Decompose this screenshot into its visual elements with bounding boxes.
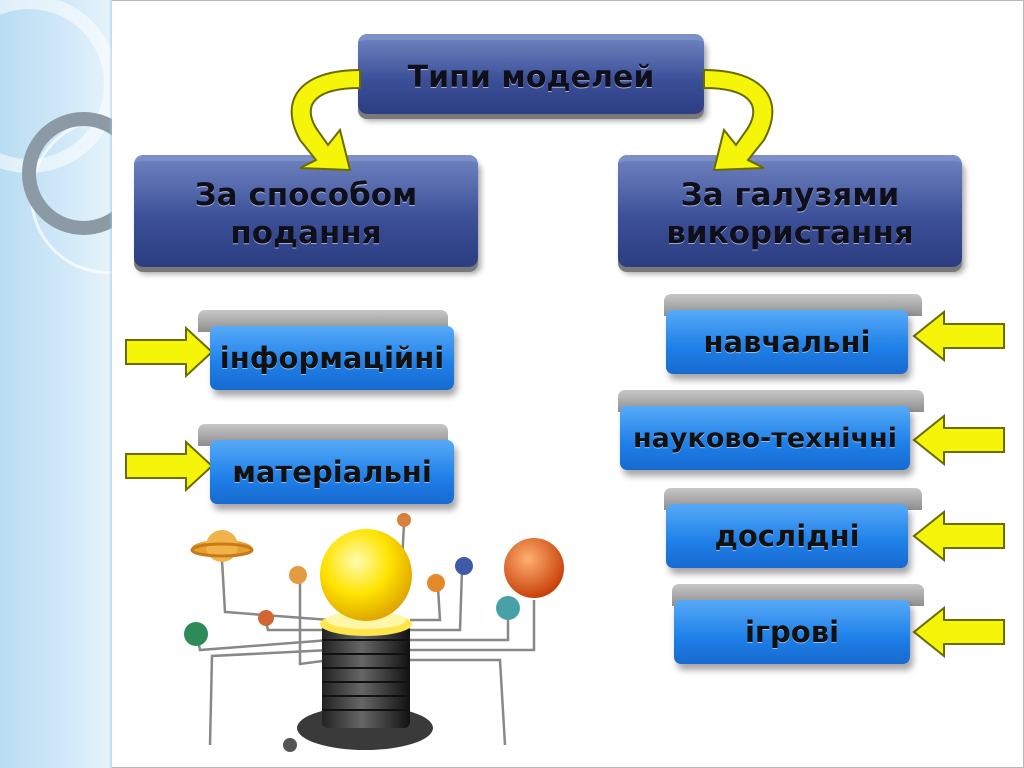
right-item-game-label: ігрові <box>744 615 840 649</box>
arrow-left-icon <box>912 309 1005 363</box>
left-item-informational-label: інформаційні <box>219 341 445 375</box>
curved-arrow-left-icon <box>290 68 361 172</box>
right-item-research: дослідні <box>664 488 922 568</box>
curved-arrow-right-icon <box>703 68 774 172</box>
right-item-scientific-technical-label: науково-технічні <box>633 422 897 454</box>
right-item-scientific-technical: науково-технічні <box>618 390 924 470</box>
right-item-educational: навчальні <box>664 294 922 374</box>
arrow-left-icon <box>912 413 1005 467</box>
decorative-side-band <box>0 0 112 768</box>
right-branch-line1: За галузями <box>680 177 900 213</box>
left-branch-box: За способом подання <box>134 155 478 267</box>
left-item-material-label: матеріальні <box>232 455 432 489</box>
arrow-right-icon <box>125 439 214 493</box>
arrow-left-icon <box>912 509 1005 563</box>
left-item-material: матеріальні <box>198 424 454 504</box>
right-item-research-label: дослідні <box>714 519 860 553</box>
left-branch-line1: За способом <box>194 177 418 213</box>
left-item-informational: інформаційні <box>198 310 454 390</box>
title-box: Типи моделей <box>358 34 704 114</box>
solar-system-model-image <box>184 513 564 752</box>
right-item-game: ігрові <box>672 584 924 664</box>
title-text: Типи моделей <box>407 59 655 95</box>
arrow-left-icon <box>912 605 1005 659</box>
left-branch-line2: подання <box>230 215 382 251</box>
right-item-educational-label: навчальні <box>703 325 871 359</box>
arrow-right-icon <box>125 325 214 379</box>
right-branch-line2: використання <box>666 215 914 251</box>
right-branch-box: За галузями використання <box>618 155 962 267</box>
